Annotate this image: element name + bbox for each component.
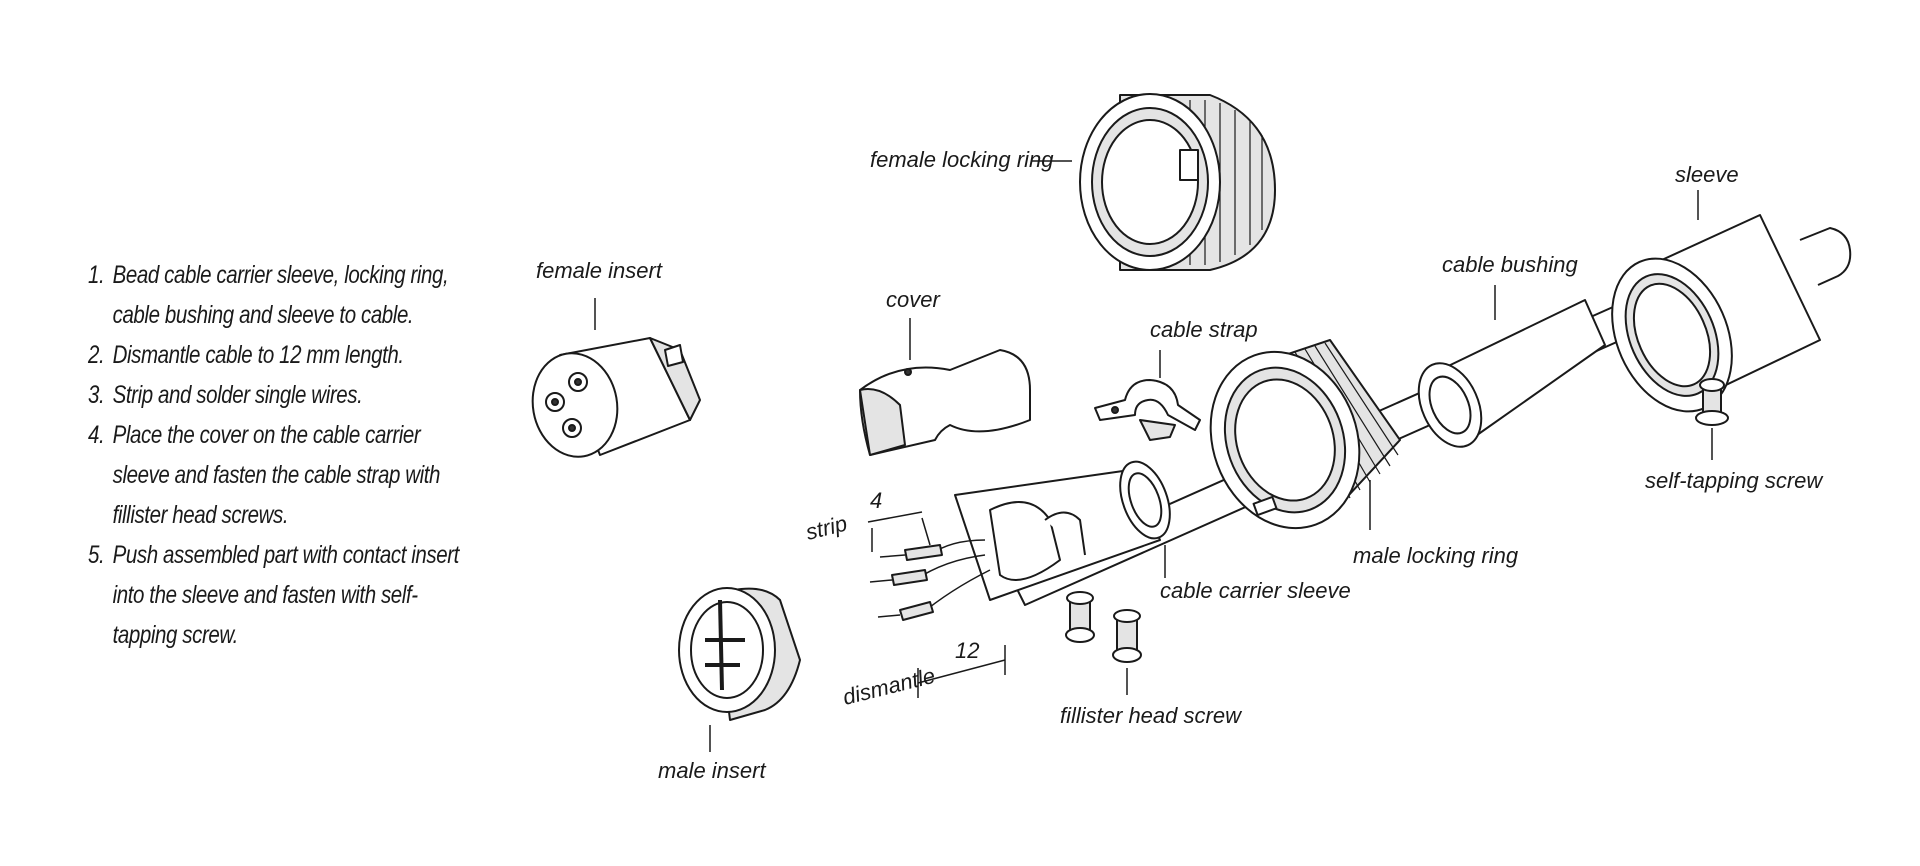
female-locking-ring-part [1079, 93, 1276, 271]
step-number: 1. [88, 261, 105, 289]
label-cable-bushing: cable bushing [1442, 252, 1579, 277]
instruction-step-4: 4.Place the cover on the cable carrier s… [88, 415, 473, 535]
instruction-step-1: 1.Bead cable carrier sleeve, locking rin… [88, 255, 473, 335]
step-text: Strip and solder single wires. [112, 381, 363, 409]
label-female-locking-ring: female locking ring [870, 147, 1054, 172]
cable-bushing-part [1417, 299, 1606, 448]
male-insert-part [678, 587, 801, 721]
fillister-head-screws [1065, 591, 1142, 663]
label-strip: strip [803, 511, 849, 545]
female-insert-part [531, 337, 701, 458]
dismantle-dimension: 12 [917, 638, 1006, 698]
step-text: Place the cover on the cable carrier sle… [112, 421, 441, 529]
strip-dimension: 4 [867, 488, 931, 552]
cable-carrier-sleeve-part [869, 460, 1171, 621]
label-cable-carrier-sleeve: cable carrier sleeve [1160, 578, 1351, 603]
step-number: 4. [88, 421, 105, 449]
label-sleeve: sleeve [1675, 162, 1739, 187]
label-fillister-head-screw: fillister head screw [1060, 703, 1243, 728]
label-cover: cover [886, 287, 941, 312]
cover-part [859, 349, 1031, 456]
assembly-instructions: 1.Bead cable carrier sleeve, locking rin… [88, 255, 459, 655]
step-number: 5. [88, 541, 105, 569]
instruction-step-5: 5.Push assembled part with contact inser… [88, 535, 473, 655]
step-text: Push assembled part with contact insert … [112, 541, 460, 649]
label-male-insert: male insert [658, 758, 766, 783]
cable-strap-part [1094, 379, 1201, 441]
dismantle-dimension-value: 12 [955, 638, 979, 663]
step-text: Bead cable carrier sleeve, locking ring,… [112, 261, 449, 329]
leader-lines [594, 160, 1713, 752]
label-male-locking-ring: male locking ring [1353, 543, 1519, 568]
self-tapping-screw-part [1695, 378, 1729, 426]
instruction-step-3: 3.Strip and solder single wires. [88, 375, 473, 415]
instruction-step-2: 2.Dismantle cable to 12 mm length. [88, 335, 473, 375]
label-dismantle: dismantle [840, 663, 937, 710]
step-number: 2. [88, 341, 105, 369]
strip-dimension-value: 4 [870, 488, 882, 513]
male-locking-ring-part [1209, 339, 1401, 530]
label-female-insert: female insert [536, 258, 663, 283]
step-number: 3. [88, 381, 105, 409]
step-text: Dismantle cable to 12 mm length. [112, 341, 405, 369]
label-cable-strap: cable strap [1150, 317, 1258, 342]
label-self-tapping-screw: self-tapping screw [1645, 468, 1824, 493]
sleeve-part [1611, 214, 1852, 413]
